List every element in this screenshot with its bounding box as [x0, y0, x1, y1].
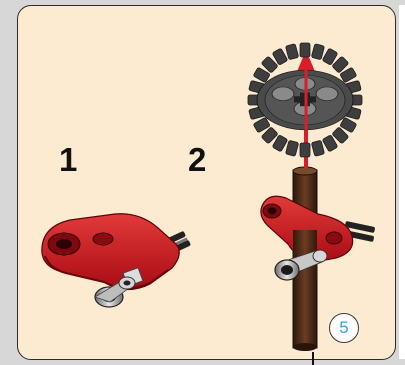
red-connector-icon [42, 214, 191, 307]
red-connector-on-axle-icon [261, 196, 375, 280]
page-divider-tick [312, 352, 314, 365]
